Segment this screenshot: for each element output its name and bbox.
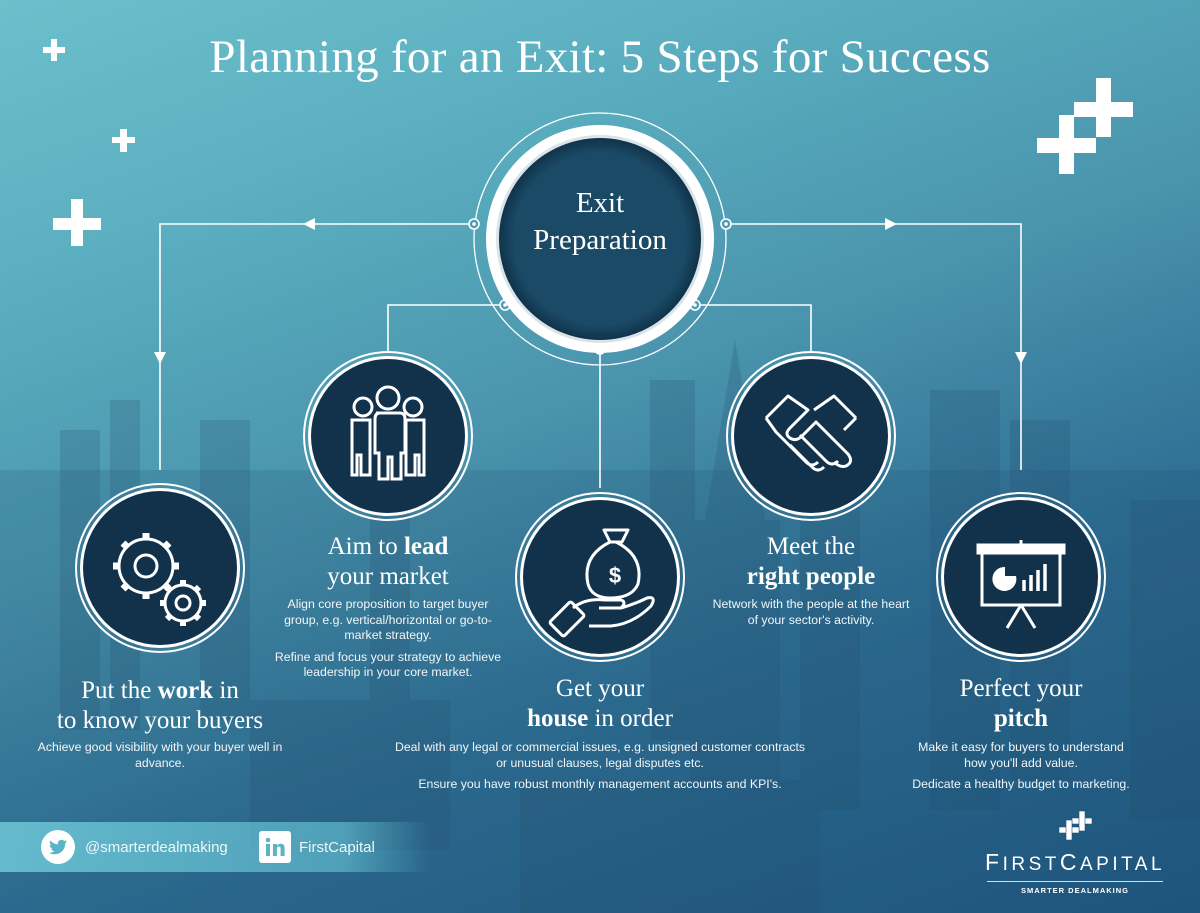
- handshake-icon: [764, 394, 858, 472]
- linkedin-link[interactable]: FirstCapital: [259, 822, 375, 872]
- firstcapital-logo: FIRSTCAPITAL SMARTER DEALMAKING: [985, 810, 1165, 895]
- page-title: Planning for an Exit: 5 Steps for Succes…: [209, 31, 991, 83]
- step-title-house: Get your house in order: [527, 675, 673, 732]
- people-group-icon: [350, 385, 426, 481]
- hub-label-line2: Preparation: [533, 224, 667, 256]
- step-title-work: Put the work in to know your buyers: [56, 677, 264, 734]
- money-bag-hand-icon: $: [548, 528, 655, 638]
- hub-label: Exit Preparation: [491, 185, 709, 259]
- social-bar: @smarterdealmaking FirstCapital: [0, 822, 430, 872]
- step-circle-work: [75, 483, 245, 653]
- step-desc-work: Achieve good visibility with your buyer …: [37, 740, 283, 770]
- step-circle-house: [515, 492, 685, 662]
- step-desc-house: Deal with any legal or commercial issues…: [394, 740, 806, 791]
- presentation-board-icon: [976, 540, 1066, 629]
- twitter-link[interactable]: @smarterdealmaking: [41, 822, 228, 872]
- step-desc-people: Network with the people at the heart of …: [712, 597, 910, 627]
- step-circle-pitch: [936, 492, 1106, 662]
- twitter-icon: [41, 830, 75, 864]
- step-circle-people: [726, 351, 896, 521]
- svg-text:$: $: [609, 563, 621, 588]
- brand-name: FIRSTCAPITAL: [985, 849, 1166, 875]
- step-title-people: Meet the right people: [746, 533, 876, 590]
- linkedin-label: FirstCapital: [299, 838, 375, 856]
- logo-plus-icon: [1058, 810, 1093, 841]
- step-title-lead: Aim to lead your market: [327, 533, 449, 590]
- brand-divider: [987, 881, 1163, 882]
- gears-icon: [113, 533, 206, 626]
- brand-tagline: SMARTER DEALMAKING: [1021, 886, 1129, 895]
- linkedin-icon: [259, 831, 291, 863]
- twitter-handle: @smarterdealmaking: [85, 838, 228, 856]
- hub-label-line1: Exit: [575, 187, 625, 219]
- step-desc-lead: Align core proposition to target buyer g…: [274, 597, 502, 679]
- step-title-pitch: Perfect your pitch: [959, 675, 1083, 732]
- step-desc-pitch: Make it easy for buyers to understand ho…: [912, 740, 1130, 791]
